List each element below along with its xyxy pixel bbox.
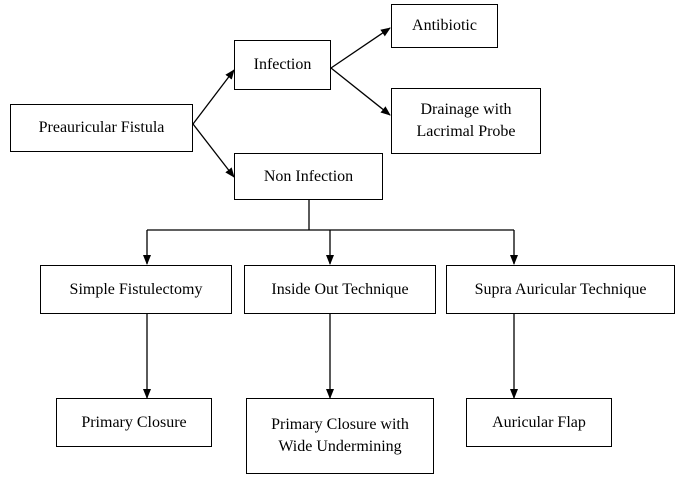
node-preauricular-fistula-label: Preauricular Fistula — [38, 119, 165, 136]
node-primary-closure-wide-label-line1: Primary Closure with — [271, 416, 409, 433]
arrow-root-to-infection — [192, 69, 235, 125]
node-infection-label: Infection — [253, 56, 312, 73]
node-infection: Infection — [234, 40, 331, 90]
node-primary-closure: Primary Closure — [56, 398, 212, 447]
node-simple-fistulectomy-label: Simple Fistulectomy — [69, 280, 203, 298]
node-antibiotic: Antibiotic — [391, 4, 498, 48]
node-preauricular-fistula: Preauricular Fistula — [10, 104, 193, 152]
node-supra-auricular-technique-label: Supra Auricular Technique — [474, 280, 647, 298]
node-non-infection-label: Non Infection — [263, 167, 354, 185]
node-primary-closure-label: Primary Closure — [81, 413, 187, 431]
node-supra-auricular-technique: Supra Auricular Technique — [446, 265, 675, 314]
node-inside-out-technique-label: Inside Out Technique — [271, 280, 409, 298]
node-primary-closure-wide-label-line2: Wide Undermining — [278, 438, 402, 455]
node-drainage-label-line1: Drainage with — [420, 101, 512, 118]
node-auricular-flap: Auricular Flap — [466, 398, 612, 447]
node-inside-out-technique: Inside Out Technique — [244, 265, 436, 314]
node-primary-closure-wide: Primary Closure with Wide Undermining — [246, 398, 434, 474]
arrow-infection-to-drainage — [330, 67, 391, 116]
node-drainage-label-line2: Lacrimal Probe — [416, 123, 516, 140]
node-non-infection: Non Infection — [234, 153, 383, 200]
node-simple-fistulectomy: Simple Fistulectomy — [40, 265, 232, 314]
arrow-root-to-non-infection — [192, 123, 235, 178]
node-drainage: Drainage with Lacrimal Probe — [391, 88, 541, 154]
node-antibiotic-label: Antibiotic — [412, 17, 477, 34]
arrow-infection-to-antibiotic — [330, 27, 391, 69]
node-auricular-flap-label: Auricular Flap — [492, 413, 586, 431]
